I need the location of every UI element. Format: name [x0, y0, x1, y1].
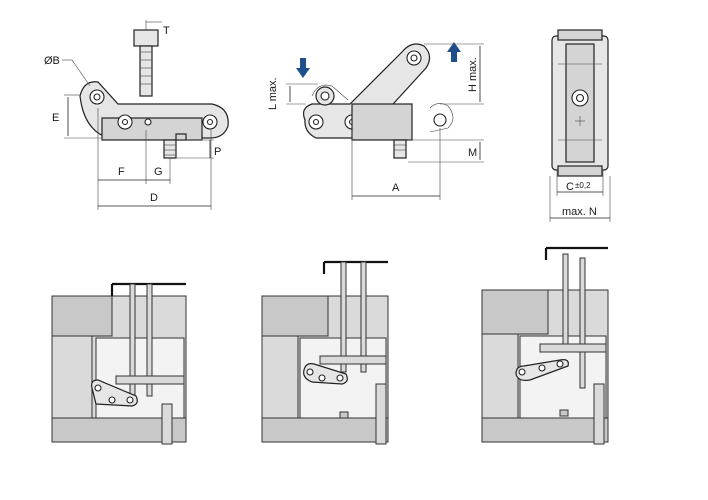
label-p: P: [214, 146, 221, 158]
label-b: ØB: [44, 55, 60, 67]
label-a: A: [392, 182, 400, 194]
view-side-dimensioned: T ØB E P: [44, 20, 229, 210]
label-l: L max.: [267, 77, 279, 110]
label-c-tolerance: ±0,2: [575, 181, 591, 190]
view-front: C ±0,2 max. N: [549, 29, 611, 222]
label-h: H max.: [467, 57, 479, 92]
label-d: D: [150, 192, 158, 204]
view-motion: L max. H max. M A: [267, 42, 484, 200]
screw: [133, 20, 162, 97]
label-c: C: [566, 181, 574, 193]
arrow-down-icon: [296, 58, 310, 78]
label-n: max. N: [562, 206, 597, 218]
mold-stage-1: [51, 282, 187, 445]
mold-stage-2: [261, 260, 389, 445]
label-e: E: [52, 112, 59, 124]
label-f: F: [118, 166, 125, 178]
label-t: T: [163, 25, 170, 37]
mold-stage-3: [481, 246, 609, 445]
arrow-up-icon: [447, 42, 461, 62]
label-g: G: [154, 166, 163, 178]
label-m: M: [468, 147, 477, 159]
